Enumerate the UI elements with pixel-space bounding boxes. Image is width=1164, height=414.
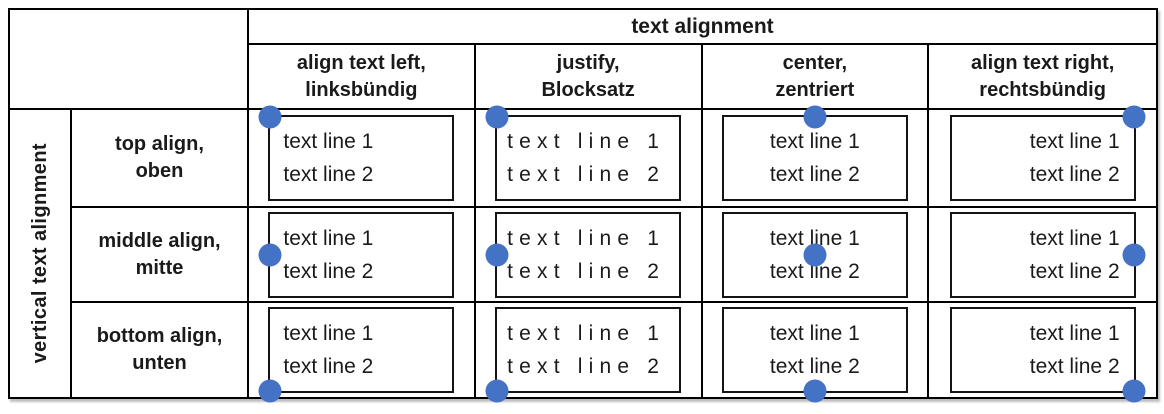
anchor-dot bbox=[258, 379, 282, 403]
cell-middle-center: text line 1 text line 2 bbox=[702, 208, 930, 303]
cell-top-center: text line 1 text line 2 bbox=[702, 105, 930, 208]
row-header-middle: middle align, mitte bbox=[72, 208, 249, 303]
column-header-align-right: align text right, rechtsbündig bbox=[929, 45, 1156, 110]
anchor-dot bbox=[803, 379, 827, 403]
anchor-dot bbox=[803, 243, 827, 266]
cell-top-right: text line 1 text line 2 bbox=[929, 105, 1156, 208]
row-group-header-label: vertical text alignment bbox=[28, 143, 51, 364]
anchor-dot bbox=[1122, 105, 1146, 129]
cell-top-justify: text line 1 text line 2 bbox=[475, 105, 703, 208]
cell-bottom-right: text line 1 text line 2 bbox=[929, 303, 1156, 403]
column-group-header: text alignment bbox=[249, 10, 1156, 45]
anchor-dot bbox=[258, 243, 282, 266]
text-frame: text line 1 text line 2 bbox=[258, 105, 455, 201]
text-line-1: text line 1 bbox=[769, 130, 860, 153]
text-line-1: text line 1 bbox=[283, 322, 374, 345]
text-line-2: text line 2 bbox=[507, 259, 666, 283]
text-line-1: text line 1 bbox=[1029, 322, 1120, 345]
alignment-matrix-table: text alignment align text left, linksbün… bbox=[8, 8, 1158, 403]
cell-top-left: text line 1 text line 2 bbox=[249, 105, 476, 208]
text-line-2: text line 2 bbox=[1029, 163, 1120, 186]
text-line-2: text line 2 bbox=[769, 355, 860, 378]
cell-middle-right: text line 1 text line 2 bbox=[929, 208, 1156, 303]
text-line-2: text line 2 bbox=[283, 355, 374, 378]
text-frame: text line 1 text line 2 bbox=[949, 211, 1146, 298]
row-header-bottom: bottom align, unten bbox=[72, 303, 249, 397]
column-header-center: center, zentriert bbox=[702, 45, 930, 110]
text-line-1: text line 1 bbox=[507, 130, 666, 153]
text-frame: text line 1 text line 2 bbox=[485, 307, 682, 403]
text-line-1: text line 1 bbox=[283, 226, 374, 250]
text-line-1: text line 1 bbox=[507, 226, 666, 250]
text-line-2: text line 2 bbox=[507, 163, 666, 186]
anchor-dot bbox=[485, 379, 509, 403]
anchor-dot bbox=[1122, 243, 1146, 266]
text-line-1: text line 1 bbox=[1029, 226, 1120, 250]
text-frame: text line 1 text line 2 bbox=[721, 211, 908, 298]
cell-middle-left: text line 1 text line 2 bbox=[249, 208, 476, 303]
row-header-top: top align, oben bbox=[72, 110, 249, 208]
column-header-align-left: align text left, linksbündig bbox=[249, 45, 476, 110]
cell-bottom-left: text line 1 text line 2 bbox=[249, 303, 476, 403]
anchor-dot bbox=[258, 105, 282, 129]
text-frame: text line 1 text line 2 bbox=[721, 105, 908, 201]
text-line-2: text line 2 bbox=[507, 355, 666, 378]
text-line-1: text line 1 bbox=[769, 322, 860, 345]
text-line-2: text line 2 bbox=[769, 259, 860, 283]
anchor-dot bbox=[485, 243, 509, 266]
anchor-dot bbox=[803, 105, 827, 129]
text-frame: text line 1 text line 2 bbox=[258, 211, 455, 298]
anchor-dot bbox=[1122, 379, 1146, 403]
text-line-2: text line 2 bbox=[283, 163, 374, 186]
text-frame: text line 1 text line 2 bbox=[485, 211, 682, 298]
text-frame: text line 1 text line 2 bbox=[949, 105, 1146, 201]
text-line-2: text line 2 bbox=[769, 163, 860, 186]
text-line-1: text line 1 bbox=[769, 226, 860, 250]
text-line-2: text line 2 bbox=[1029, 355, 1120, 378]
cell-bottom-center: text line 1 text line 2 bbox=[703, 303, 930, 403]
text-line-1: text line 1 bbox=[1029, 130, 1120, 153]
text-line-2: text line 2 bbox=[283, 259, 374, 283]
cell-bottom-justify: text line 1 text line 2 bbox=[476, 303, 703, 403]
text-frame: text line 1 text line 2 bbox=[721, 307, 908, 403]
cell-middle-justify: text line 1 text line 2 bbox=[475, 208, 703, 303]
anchor-dot bbox=[485, 105, 509, 129]
text-line-1: text line 1 bbox=[283, 130, 374, 153]
row-group-header: vertical text alignment bbox=[10, 110, 72, 397]
text-frame: text line 1 text line 2 bbox=[485, 105, 682, 201]
text-line-1: text line 1 bbox=[507, 322, 666, 345]
corner-cell bbox=[10, 10, 249, 110]
text-frame: text line 1 text line 2 bbox=[949, 307, 1146, 403]
column-header-justify: justify, Blocksatz bbox=[475, 45, 703, 110]
text-line-2: text line 2 bbox=[1029, 259, 1120, 283]
text-frame: text line 1 text line 2 bbox=[258, 307, 455, 403]
